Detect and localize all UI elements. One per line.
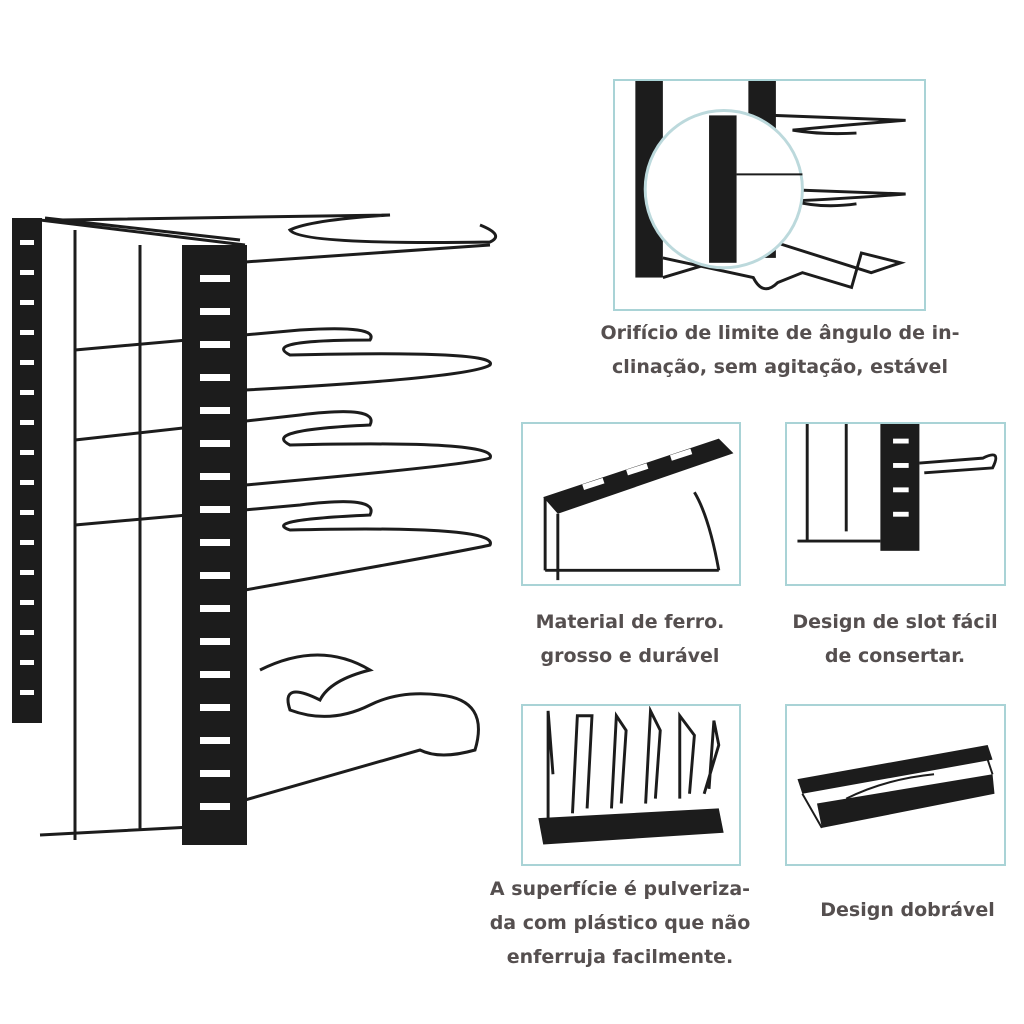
caption-line: de consertar. [824, 645, 966, 667]
caption-line: enferruja facilmente. [506, 946, 734, 968]
main-rack-image [12, 213, 498, 845]
tilt-hole-caption: Orifício de limite de ângulo de in- clin… [560, 316, 1000, 384]
foldable-caption: Design dobrável [785, 893, 1024, 927]
caption-line: Orifício de limite de ângulo de in- [600, 322, 960, 344]
caption-line: Design de slot fácil [792, 611, 998, 633]
caption-line: A superfície é pulveriza- [489, 878, 751, 900]
iron-material-image [521, 422, 741, 586]
coating-caption: A superfície é pulveriza- da com plástic… [470, 872, 770, 974]
caption-line: Material de ferro. [535, 611, 725, 633]
foldable-image [785, 704, 1006, 866]
iron-material-caption: Material de ferro. grosso e durável [510, 605, 750, 673]
caption-line: grosso e durável [540, 645, 720, 667]
caption-line: clinação, sem agitação, estável [612, 356, 948, 378]
tilt-hole-detail-image [613, 79, 926, 311]
coating-image [521, 704, 741, 866]
slot-design-image [785, 422, 1006, 586]
slot-design-caption: Design de slot fácil de consertar. [775, 605, 1015, 673]
caption-line: Design dobrável [820, 899, 995, 921]
caption-line: da com plástico que não [489, 912, 751, 934]
